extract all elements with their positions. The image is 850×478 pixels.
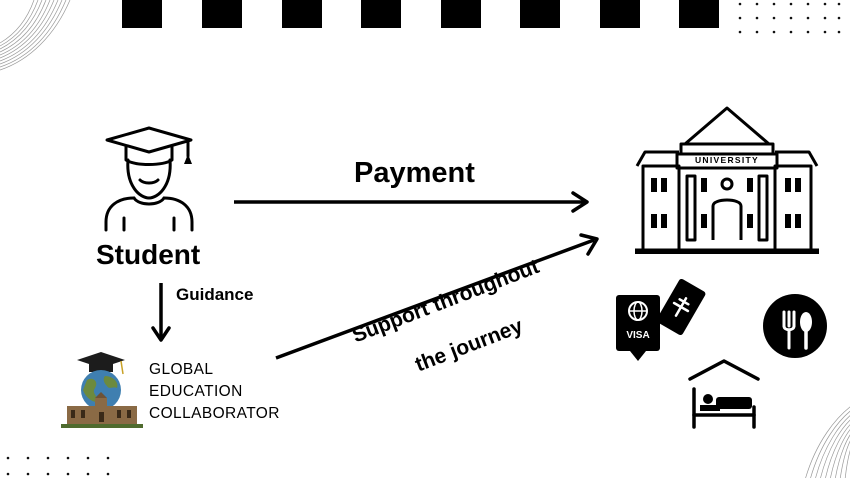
collaborator-line2: EDUCATION	[149, 383, 243, 400]
guidance-arrow	[151, 283, 171, 342]
decor-block	[361, 0, 401, 28]
decor-block	[282, 0, 322, 28]
decor-dots-top-right	[738, 2, 841, 34]
payment-label: Payment	[354, 157, 475, 189]
collaborator-line3: COLLABORATOR	[149, 405, 280, 422]
collaborator-line1: GLOBAL	[149, 361, 214, 378]
decor-block	[202, 0, 242, 28]
accommodation-bed-icon	[688, 359, 760, 429]
decor-block	[122, 0, 162, 28]
decor-block	[520, 0, 560, 28]
graduate-student-icon	[104, 126, 194, 232]
decor-block	[600, 0, 640, 28]
passport-visa-icon	[616, 295, 660, 361]
decor-swirl-top-left	[0, 0, 71, 71]
payment-arrow	[234, 191, 589, 213]
boarding-pass-icon	[656, 278, 706, 336]
support-arrow	[275, 233, 599, 360]
student-label: Student	[96, 239, 201, 270]
university-sign-text: UNIVERSITY	[694, 155, 759, 165]
university-building-icon	[635, 106, 819, 254]
visa-text: VISA	[626, 330, 650, 341]
guidance-label: Guidance	[176, 285, 254, 304]
decor-swirl-bottom-right	[805, 406, 850, 478]
restaurant-icon	[763, 294, 827, 358]
decor-block	[679, 0, 719, 28]
globe-logo-icon	[61, 352, 143, 428]
decor-dots-bottom-left	[6, 456, 110, 476]
decor-block	[441, 0, 481, 28]
